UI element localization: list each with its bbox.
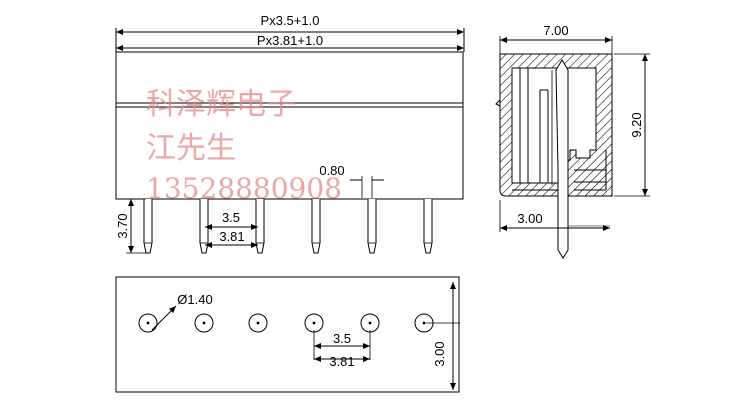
- hole-diameter-leader: [151, 305, 177, 331]
- pin-width-label: 0.80: [319, 163, 344, 178]
- front-housing: [115, 51, 464, 200]
- front-pitch-381-label: 3.81: [219, 229, 244, 244]
- pcb-hole-center: [146, 321, 150, 325]
- watermark-company: 科泽辉电子: [146, 87, 296, 122]
- total-length-35-label: Px3.5+1.0: [261, 13, 320, 28]
- front-pin: [311, 199, 321, 254]
- side-pin: [555, 59, 569, 259]
- front-pin: [255, 199, 265, 254]
- watermark-contact-name: 江先生: [146, 131, 236, 166]
- watermark-phone: 13528880908: [146, 172, 342, 205]
- front-pin: [423, 199, 433, 254]
- bottom-view: [115, 276, 460, 393]
- pcb-hole-center: [256, 321, 260, 325]
- side-view: [495, 36, 650, 259]
- front-pin: [367, 199, 377, 254]
- bottom-row-offset-label: 3.00: [432, 341, 447, 366]
- side-pin-offset-label: 3.00: [517, 211, 542, 226]
- side-height-label: 9.20: [629, 112, 644, 137]
- bottom-housing: [115, 276, 460, 393]
- pcb-hole-center: [312, 321, 316, 325]
- hole-diameter-label: Ø1.40: [177, 292, 212, 307]
- pcb-hole: [194, 313, 214, 333]
- front-pitch-35-label: 3.5: [222, 210, 240, 225]
- side-width-label: 7.00: [543, 23, 568, 38]
- total-length-381-label: Px3.81+1.0: [257, 33, 323, 48]
- pcb-hole: [248, 313, 268, 333]
- pcb-hole-center: [368, 321, 372, 325]
- front-view: [115, 28, 465, 254]
- pin-length-label: 3.70: [115, 213, 130, 238]
- front-pins: [143, 199, 433, 254]
- bottom-pitch-35-label: 3.5: [333, 331, 351, 346]
- front-pin: [199, 199, 209, 254]
- pcb-hole-center: [202, 321, 206, 325]
- front-pin: [143, 199, 153, 254]
- pcb-hole: [138, 313, 158, 333]
- bottom-pitch-381-label: 3.81: [329, 354, 354, 369]
- bottom-holes: [138, 313, 434, 333]
- pcb-hole-center: [422, 321, 426, 325]
